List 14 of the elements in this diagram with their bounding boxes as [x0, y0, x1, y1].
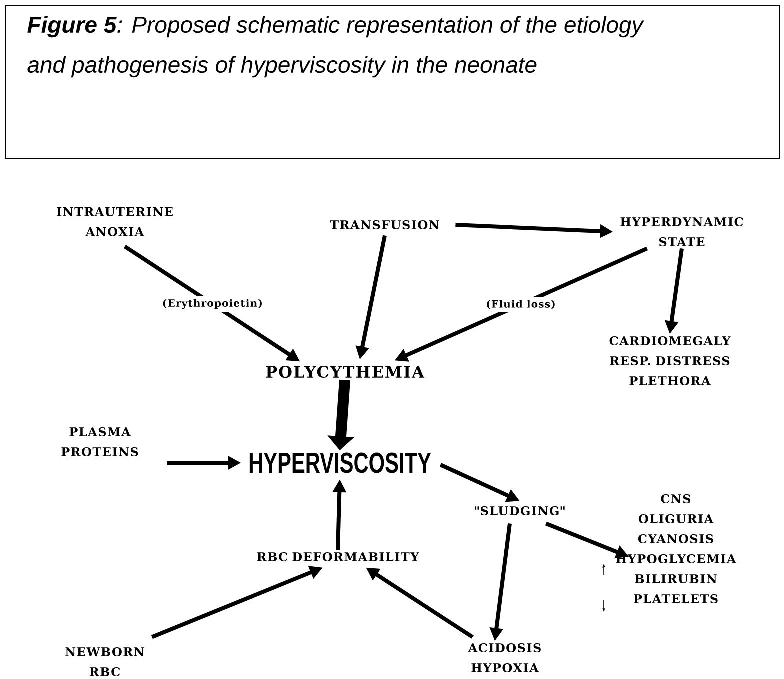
term-label: POLYCYTHEMIA — [266, 366, 425, 378]
term-label: PLASMA PROTEINS — [62, 427, 138, 457]
term-label: CARDIOMEGALY RESP. DISTRESS PLETHORA — [610, 336, 731, 386]
edge-label: (Fluid loss) — [483, 297, 559, 312]
term-label: "SLUDGING" — [475, 506, 565, 516]
term-label: NEWBORN RBC — [66, 647, 144, 677]
term-label: HYPERVISCOSITY — [250, 452, 432, 474]
term-label: INTRAUTERINE ANOXIA — [57, 208, 173, 236]
term-label: ACIDOSIS HYPOXIA — [468, 643, 541, 673]
term-label: RBC DEFORMABILITY — [257, 552, 420, 562]
term-label: HYPERDYNAMIC STATE — [620, 217, 744, 247]
title: Figure 5: Proposed schematic representation of the etiology and pathogenesis of hyperviscosity in the neonate — [28, 16, 644, 78]
edge-label: (Erythropoietin) — [159, 296, 266, 312]
term-label: TRANSFUSION — [330, 220, 440, 230]
